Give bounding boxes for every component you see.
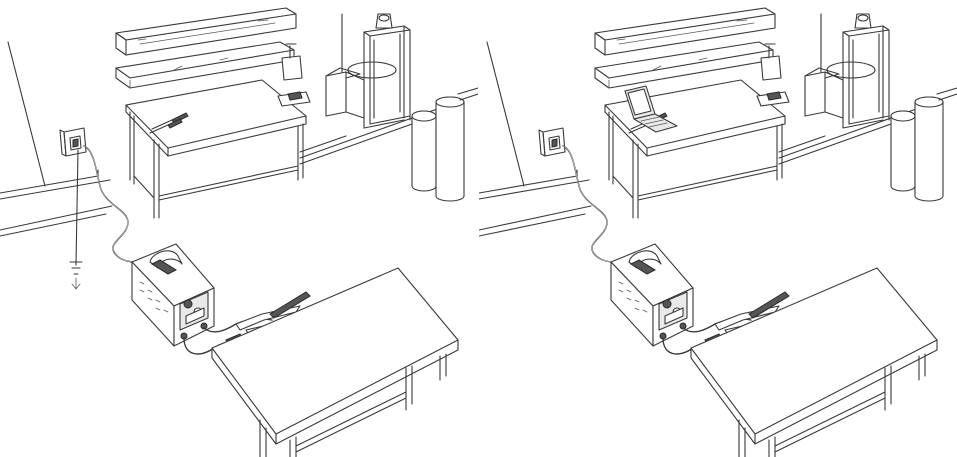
scene-panel-right: [479, 0, 957, 457]
scene-panel-left: [0, 0, 478, 457]
workshop-illustration-right: [479, 7, 957, 457]
laptop-icon: [624, 85, 678, 133]
workshop-scene: [479, 7, 957, 457]
workshop-scene: [0, 7, 478, 457]
ground-wire: [69, 149, 83, 290]
workshop-illustration-left: [0, 7, 478, 457]
